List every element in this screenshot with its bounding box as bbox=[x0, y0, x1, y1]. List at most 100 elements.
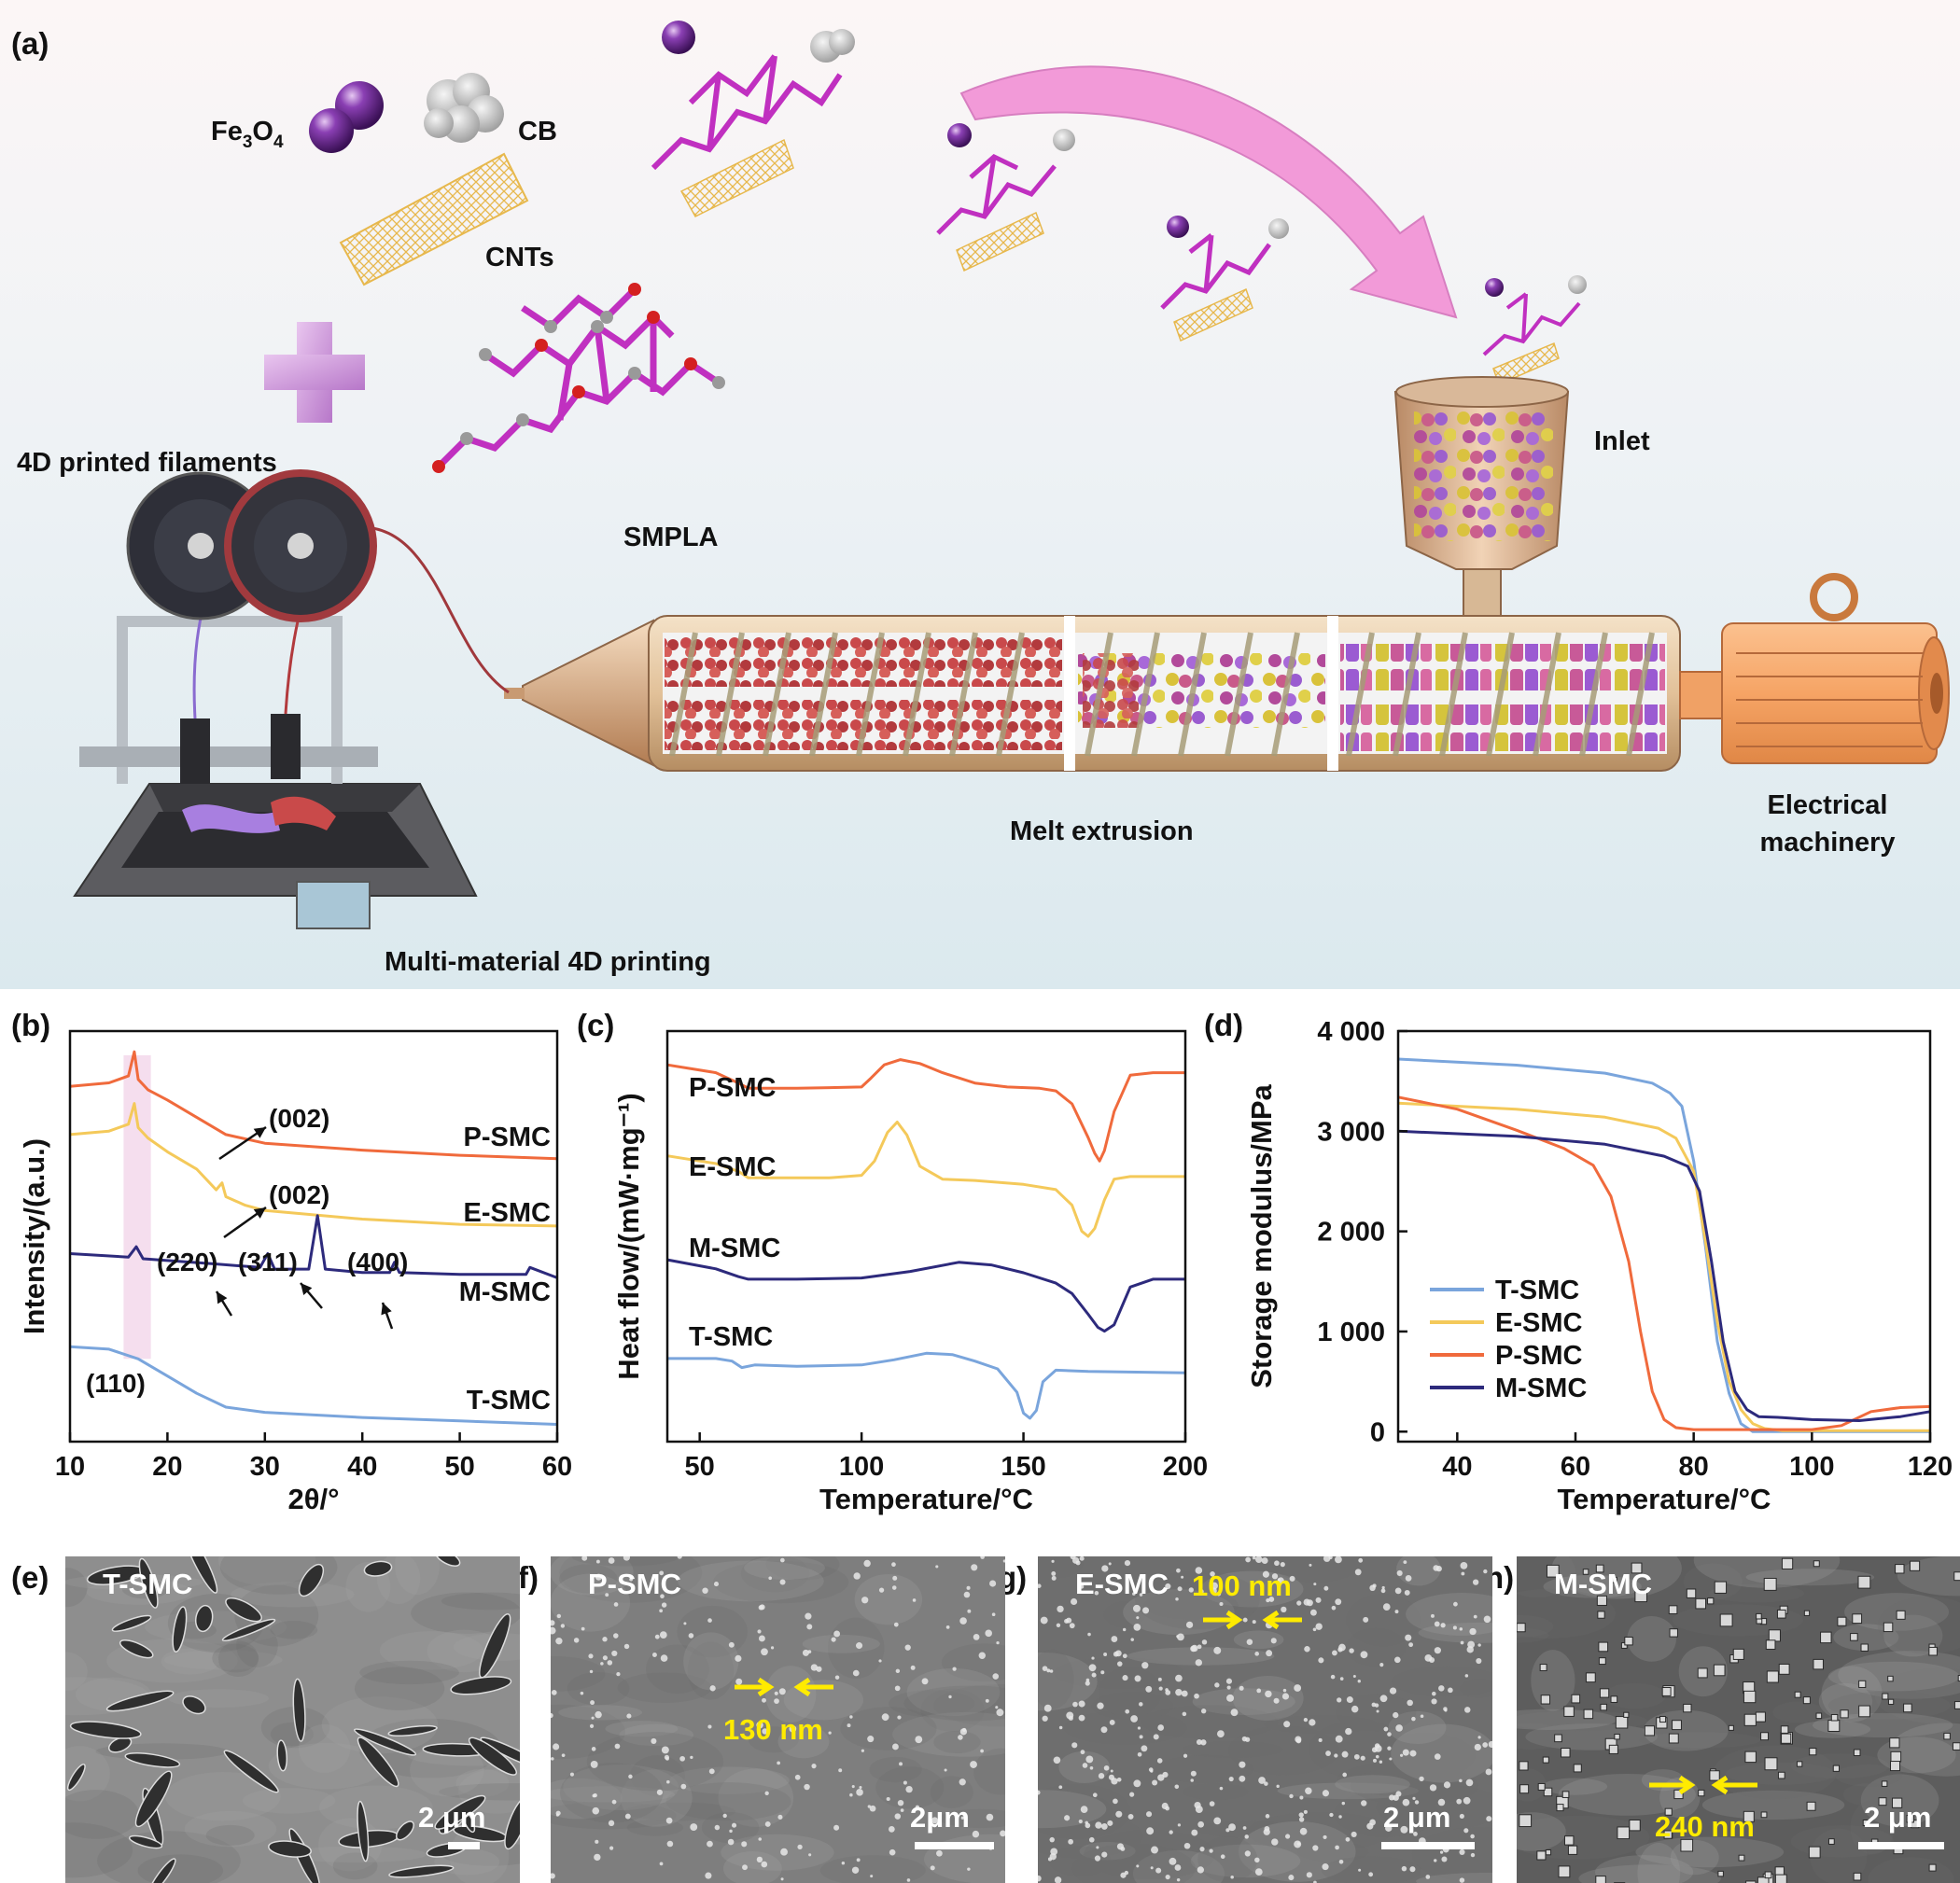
sem-texture-blob bbox=[869, 1756, 922, 1783]
sem-texture-blob bbox=[163, 1650, 283, 1670]
sem-particle bbox=[1150, 1866, 1154, 1870]
sem-particle bbox=[1230, 1709, 1239, 1717]
sem-particle bbox=[1323, 1834, 1327, 1840]
sem-particle bbox=[1402, 1798, 1410, 1806]
sem-particle bbox=[1460, 1561, 1468, 1569]
sem-particle bbox=[1088, 1836, 1095, 1843]
sem-particle bbox=[1069, 1623, 1075, 1629]
sem-texture-blob bbox=[1182, 1741, 1283, 1758]
sem-particle bbox=[1165, 1688, 1169, 1692]
sem-particle bbox=[1351, 1705, 1359, 1713]
panel-label-a: (a) bbox=[11, 26, 49, 61]
sem-flake bbox=[450, 1676, 512, 1695]
sem-particle bbox=[624, 1813, 631, 1820]
sem-crystal bbox=[1766, 1670, 1779, 1683]
sem-particle bbox=[991, 1612, 996, 1617]
scale-bar bbox=[448, 1842, 480, 1849]
scale-bar-label: 2 μm bbox=[418, 1801, 486, 1834]
sem-crystal bbox=[1815, 1712, 1823, 1720]
sem-particle bbox=[607, 1660, 613, 1666]
sem-texture-blob bbox=[1233, 1630, 1284, 1650]
sem-texture-blob bbox=[687, 1641, 735, 1700]
sem-crystal bbox=[1889, 1737, 1900, 1749]
sem-texture-blob bbox=[764, 1666, 817, 1723]
sem-particle bbox=[1038, 1583, 1042, 1588]
sem-crystal bbox=[1820, 1631, 1832, 1644]
sem-crystal bbox=[1554, 1734, 1562, 1743]
sem-flake bbox=[298, 1563, 325, 1597]
sem-particle bbox=[1363, 1616, 1369, 1623]
sem-background bbox=[551, 1556, 1005, 1883]
sem-particle bbox=[1064, 1618, 1069, 1624]
sem-particle bbox=[1114, 1650, 1122, 1657]
sem-texture-blob bbox=[1336, 1694, 1417, 1732]
sem-crystal bbox=[1695, 1597, 1707, 1610]
series-label: T-SMC bbox=[689, 1322, 773, 1352]
sem-particle bbox=[995, 1706, 999, 1709]
scale-bar-label: 2μm bbox=[910, 1801, 970, 1834]
sem-particle bbox=[1360, 1755, 1365, 1761]
sem-particle bbox=[1459, 1778, 1463, 1783]
sem-texture-blob bbox=[1627, 1616, 1676, 1662]
sem-texture-blob bbox=[1048, 1846, 1112, 1876]
sem-texture-blob bbox=[1890, 1723, 1960, 1777]
sem-crystal bbox=[1882, 1693, 1889, 1700]
sem-texture-blob bbox=[97, 1831, 241, 1883]
sem-particle bbox=[774, 1691, 778, 1695]
sem-particle bbox=[1103, 1653, 1108, 1656]
measurement-arrows bbox=[735, 1677, 833, 1697]
sem-texture-blob bbox=[938, 1808, 1005, 1829]
sem-particle bbox=[1095, 1821, 1102, 1829]
sem-texture-blob bbox=[1038, 1790, 1107, 1829]
sem-crystal bbox=[1738, 1854, 1745, 1862]
y-tick-label: 0 bbox=[1370, 1417, 1385, 1447]
plot-frame bbox=[68, 1029, 559, 1444]
sem-particle bbox=[1405, 1575, 1412, 1582]
sem-particle bbox=[1345, 1836, 1351, 1842]
composite-molecule-3 bbox=[1160, 216, 1289, 342]
sem-particle bbox=[1337, 1647, 1343, 1653]
sem-particle bbox=[1328, 1556, 1333, 1560]
sem-particle bbox=[903, 1780, 907, 1785]
sem-crystal bbox=[1781, 1733, 1792, 1744]
electrical-label-2: machinery bbox=[1759, 828, 1895, 858]
sem-particle bbox=[1177, 1633, 1184, 1641]
sem-texture-blob bbox=[1038, 1652, 1098, 1711]
sem-flake bbox=[504, 1796, 520, 1850]
sem-particle bbox=[1294, 1840, 1302, 1848]
x-tick-label: 40 bbox=[1442, 1452, 1472, 1482]
sem-particle bbox=[1486, 1816, 1492, 1822]
sem-texture-blob bbox=[1460, 1679, 1492, 1698]
sem-crystal bbox=[1672, 1720, 1682, 1731]
sem-crystal bbox=[1714, 1581, 1728, 1594]
sem-particle bbox=[1051, 1575, 1057, 1581]
sem-crystal bbox=[1743, 1810, 1755, 1822]
sem-particle bbox=[1463, 1828, 1469, 1834]
sem-particle bbox=[1175, 1597, 1179, 1601]
sem-particle bbox=[1214, 1682, 1220, 1688]
sem-texture-blob bbox=[563, 1764, 679, 1810]
sem-particle bbox=[1116, 1777, 1122, 1782]
sem-crystal bbox=[1583, 1709, 1594, 1720]
sem-flake bbox=[480, 1737, 520, 1769]
sem-particle bbox=[804, 1783, 810, 1791]
sem-crystal bbox=[1809, 1748, 1817, 1756]
sem-particle bbox=[777, 1814, 783, 1820]
sem-particle bbox=[1239, 1761, 1246, 1768]
sem-particle bbox=[551, 1873, 555, 1879]
sem-particle bbox=[1191, 1829, 1198, 1836]
sem-crystal bbox=[1546, 1564, 1560, 1578]
sem-crystal bbox=[1743, 1690, 1757, 1704]
sem-particle bbox=[1079, 1584, 1085, 1589]
panel-label-c: (c) bbox=[577, 1008, 615, 1042]
sem-particle bbox=[591, 1747, 596, 1751]
sem-crystal bbox=[1780, 1725, 1789, 1734]
y-axis-label: Storage modulus/MPa bbox=[1245, 1083, 1278, 1388]
sem-crystal bbox=[1542, 1756, 1549, 1764]
sem-image-m-smc: M-SMC 240 nm 2 μm bbox=[1517, 1556, 1960, 1883]
sem-particle bbox=[1469, 1627, 1477, 1636]
sem-sample-tag: P-SMC bbox=[588, 1568, 681, 1600]
sem-particle bbox=[661, 1602, 667, 1608]
sem-particle bbox=[1402, 1749, 1409, 1756]
sem-particle bbox=[1148, 1767, 1154, 1772]
